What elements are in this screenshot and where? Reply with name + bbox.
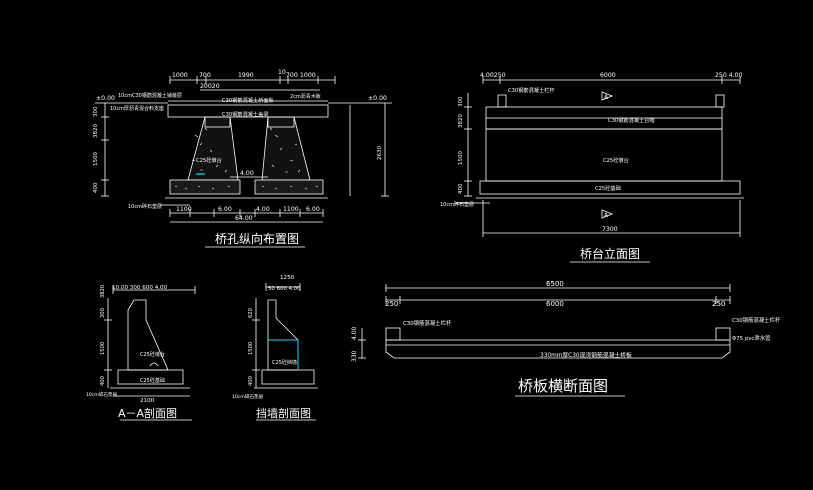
wingwall-labels: 1250 50 600 4.00 620 1500 400 C25砼挡墙 10c… xyxy=(232,275,311,420)
section-marker-top xyxy=(601,91,614,101)
deck-slab xyxy=(167,104,329,118)
right-footing xyxy=(254,179,324,195)
dim-bottom-1: 1100 xyxy=(176,206,192,213)
dim-left-v-3: 400 xyxy=(248,376,254,386)
dim-left-v-2: 3820 xyxy=(100,285,106,298)
dim-right-v: 2630 xyxy=(377,146,383,160)
aa-section-symbol xyxy=(149,362,159,367)
slab-section-drawing xyxy=(358,284,731,397)
abutment-base xyxy=(479,180,741,195)
label-base: C25砼基础 xyxy=(140,377,165,384)
label-slab: 330mm厚C30现浇钢筋混凝土桥板 xyxy=(540,351,632,359)
left-footing xyxy=(169,179,241,195)
dim-v-1: 330 xyxy=(351,350,358,362)
label-pavement: 10cmC30钢筋混凝土铺装层 xyxy=(118,92,182,99)
dim-left-v-3: 1500 xyxy=(458,151,464,165)
dim-left-v-2: 1500 xyxy=(248,342,254,355)
dim-left-v-3: 1500 xyxy=(93,152,99,166)
label-cap: C30钢筋混凝土台帽 xyxy=(608,116,655,124)
dim-v-2: 4.00 xyxy=(351,326,358,340)
section-aa-drawing xyxy=(104,286,196,421)
dim-top: 1250 xyxy=(280,275,295,281)
dim-top-5: 700 xyxy=(286,72,298,79)
dim-top-sub: 50 600 4.00 xyxy=(268,286,301,292)
dim-left: 250 xyxy=(385,300,398,308)
dim-left-v-1: 620 xyxy=(248,308,254,318)
dim-left-v-2: 3820 xyxy=(458,114,464,128)
slab-section-labels: 6500 250 6000 250 C30钢筋混凝土栏杆 C30钢筋混凝土栏杆 … xyxy=(351,280,781,395)
dim-top-2: 700 xyxy=(199,72,211,79)
dim-top-6: 1000 xyxy=(300,72,316,79)
label-gap: 2cm沥青木板 xyxy=(290,93,321,100)
longitudinal-labels: 1000 700 1990 10 700 1000 20020 ±0.00 ±0… xyxy=(93,69,387,246)
label-c30-deck: C30钢筋混凝土桥面板 xyxy=(222,96,275,104)
dim-left-v-4: 400 xyxy=(100,376,106,386)
dim-top-4: 10 xyxy=(278,69,286,76)
abutment-elevation-drawing xyxy=(455,76,744,263)
label-left-rail: C30钢筋混凝土栏杆 xyxy=(403,319,452,327)
label-body: C25砼墩台 xyxy=(140,351,165,358)
dim-bottom-5: 6.00 xyxy=(306,206,320,213)
title-longitudinal: 桥孔纵向布置图 xyxy=(215,231,299,246)
dim-top-mid: 6000 xyxy=(600,72,616,79)
wingwall-cyan-outline xyxy=(268,339,299,370)
dim-left-v-1: 300 xyxy=(93,106,99,117)
label-pipe: Φ75 pvc泄水管 xyxy=(732,334,771,342)
title-slab: 桥板横断面图 xyxy=(518,377,608,395)
dim-left-v-1: 300 xyxy=(458,96,464,107)
dim-top-1: 1000 xyxy=(172,72,188,79)
label-rail: C30钢筋混凝土栏杆 xyxy=(508,86,555,94)
dim-left-v-3: 1500 xyxy=(100,342,106,355)
level-left: ±0.00 xyxy=(96,95,115,102)
label-body: C25砼墩台 xyxy=(603,156,629,164)
marker-a-bottom: A xyxy=(604,212,609,219)
label-gravel: 10cm碎石垫层 xyxy=(440,201,474,208)
dim-bottom-2: 6.00 xyxy=(218,206,232,213)
title-wingwall: 挡墙剖面图 xyxy=(256,406,311,420)
dim-total-bottom: 64.00 xyxy=(235,215,253,222)
bridge-slab xyxy=(385,339,731,359)
dim-right: 250 xyxy=(712,300,725,308)
dim-left-v-4: 400 xyxy=(458,183,464,194)
dim-left-v-2: 3820 xyxy=(93,124,99,138)
dim-bottom: 7300 xyxy=(602,226,618,233)
level-right: ±0.00 xyxy=(368,95,387,102)
dim-top-right: 250 4.00 xyxy=(715,72,743,79)
dim-mid: 6000 xyxy=(546,300,564,308)
longitudinal-layout-drawing xyxy=(95,76,392,248)
label-gravel: 10cm碎石垫层 xyxy=(232,393,264,400)
label-bearing: 10cm厚沥青混合料支座 xyxy=(110,105,164,112)
dim-bottom-3: 4.00 xyxy=(256,206,270,213)
label-right-rail: C30钢筋混凝土栏杆 xyxy=(732,316,781,324)
dim-left-v-1: 300 xyxy=(100,308,106,318)
label-gravel: 10cm碎石垫层 xyxy=(86,391,118,398)
dim-top-3: 1990 xyxy=(238,72,254,79)
dim-total: 6500 xyxy=(546,280,564,288)
section-marker-bottom xyxy=(601,209,614,219)
dim-span: 4.00 xyxy=(240,170,254,177)
dim-left-v-4: 400 xyxy=(93,182,99,193)
label-base: 10cm碎石垫层 xyxy=(128,203,162,210)
section-aa-labels: 10.00 300 600 4.00 300 3820 1500 400 C25… xyxy=(86,285,177,420)
dim-bottom-4: 1100 xyxy=(283,206,299,213)
wingwall-base xyxy=(261,369,315,385)
wingwall-drawing xyxy=(252,283,318,421)
dim-bottom: 2100 xyxy=(140,398,155,404)
dim-total: 20020 xyxy=(200,83,220,90)
gravel-hatch xyxy=(174,127,319,190)
label-c25: C25砼墩台 xyxy=(196,156,222,164)
title-elevation: 桥台立面图 xyxy=(580,246,640,261)
title-section-aa: A－A剖面图 xyxy=(118,406,177,420)
aa-base xyxy=(117,369,184,385)
label-base: C25砼基础 xyxy=(595,184,621,192)
abutment-elevation-labels: 4.00250 6000 250 4.00 C30钢筋混凝土栏杆 C30钢筋混凝… xyxy=(440,72,743,261)
dim-top: 10.00 300 600 4.00 xyxy=(112,285,168,291)
label-body: C25砼挡墙 xyxy=(272,359,297,366)
marker-a-top: A xyxy=(604,94,609,101)
label-c30-cap: C30钢筋混凝土盖梁 xyxy=(222,110,269,118)
dim-top-left: 4.00250 xyxy=(480,72,506,79)
